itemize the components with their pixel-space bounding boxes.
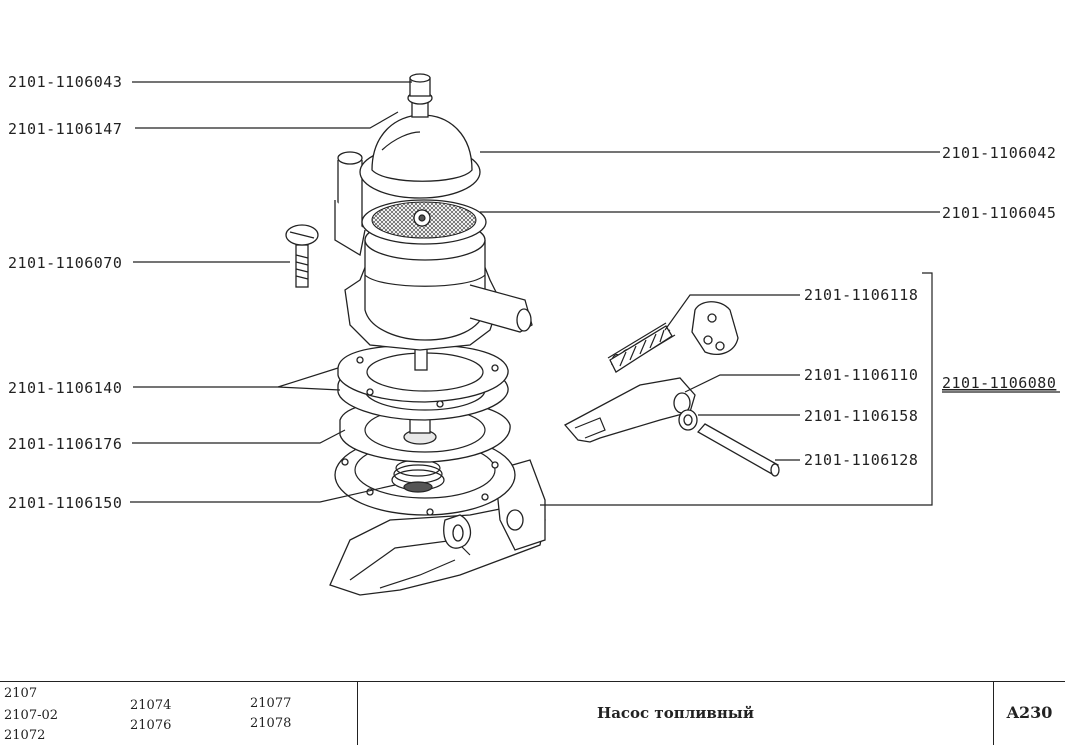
callout-2101-1106118: 2101-1106118 bbox=[804, 286, 918, 304]
callout-2101-1106110: 2101-1106110 bbox=[804, 366, 918, 384]
callout-2101-1106070: 2101-1106070 bbox=[8, 254, 122, 272]
callout-2101-1106045: 2101-1106045 bbox=[942, 204, 1056, 222]
model-21077: 21077 bbox=[250, 696, 292, 711]
lever-plate-drawing bbox=[691, 301, 739, 355]
lever-spring-drawing bbox=[607, 322, 676, 373]
pin-drawing bbox=[696, 423, 780, 477]
model-list: 2107 2107-02 21072 21074 21076 21077 210… bbox=[0, 682, 358, 745]
title-block: 2107 2107-02 21072 21074 21076 21077 210… bbox=[0, 681, 1065, 745]
callout-2101-1106042: 2101-1106042 bbox=[942, 144, 1056, 162]
callout-2101-1106150: 2101-1106150 bbox=[8, 494, 122, 512]
callout-2101-1106176: 2101-1106176 bbox=[8, 435, 122, 453]
model-21074: 21074 bbox=[130, 698, 172, 713]
fuel-pump-exploded-diagram: 2101-1106043 2101-1106147 2101-1106070 2… bbox=[8, 73, 1060, 596]
sheet-code: A230 bbox=[1006, 703, 1053, 722]
model-21078: 21078 bbox=[250, 716, 292, 731]
model-21072: 21072 bbox=[4, 728, 46, 743]
code-cell: A230 bbox=[994, 682, 1065, 745]
sheet-title: Насос топливный bbox=[597, 704, 754, 722]
lever-drawing bbox=[563, 377, 696, 443]
callout-2101-1106140: 2101-1106140 bbox=[8, 379, 122, 397]
screw-drawing bbox=[285, 224, 319, 288]
callout-2101-1106147: 2101-1106147 bbox=[8, 120, 122, 138]
callout-2101-1106158: 2101-1106158 bbox=[804, 407, 918, 425]
pump-body-drawing bbox=[329, 73, 546, 596]
title-cell: Насос топливный bbox=[358, 682, 994, 745]
model-21076: 21076 bbox=[130, 718, 172, 733]
model-2107-02: 2107-02 bbox=[4, 708, 59, 723]
callout-2101-1106128: 2101-1106128 bbox=[804, 451, 918, 469]
model-2107: 2107 bbox=[4, 686, 38, 701]
leader-lines bbox=[130, 81, 940, 506]
callout-2101-1106043: 2101-1106043 bbox=[8, 73, 122, 91]
callout-2101-1106080: 2101-1106080 bbox=[942, 374, 1056, 392]
